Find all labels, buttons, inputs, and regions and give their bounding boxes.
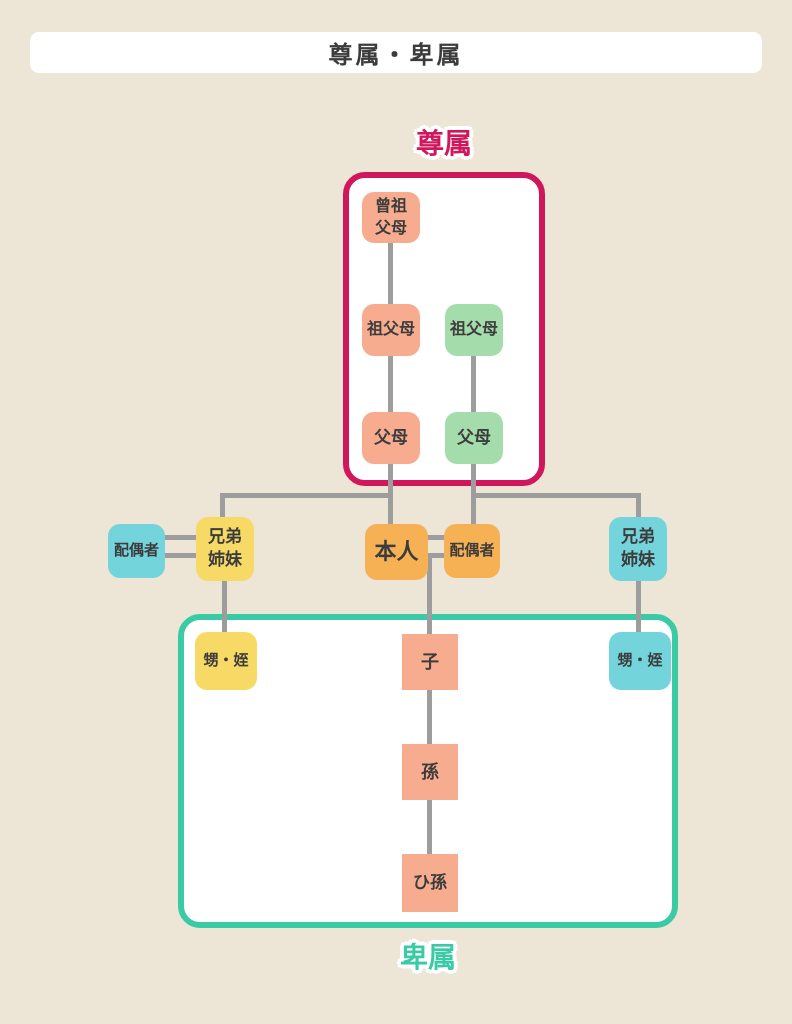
node-grandparents-self: 祖父母	[362, 304, 420, 356]
connector-branch-left-horizontal	[220, 493, 391, 498]
node-label: 祖父母	[449, 321, 498, 339]
node-siblings-left: 兄弟 姉妹	[196, 517, 254, 581]
connector-branch-right-vertical	[636, 493, 641, 525]
node-label: 甥・姪	[617, 651, 663, 669]
node-label-line: 兄弟	[621, 527, 655, 547]
node-label-line: 兄弟	[208, 527, 242, 547]
page-title: 尊属・卑属	[328, 42, 464, 69]
connector-child-grandchild	[427, 686, 432, 748]
node-grandchild: 孫	[402, 744, 458, 800]
node-label: 孫	[421, 761, 439, 782]
marriage-line-left-top	[160, 535, 200, 540]
connector-branch-left-vertical	[220, 493, 225, 525]
descendants-group-label: 卑属	[399, 942, 456, 973]
marriage-line-left-bottom	[160, 553, 200, 558]
ascendants-group-label: 尊属	[415, 128, 472, 159]
node-label-line: 姉妹	[208, 550, 242, 569]
connector-to-child	[427, 553, 432, 636]
connector-siblings-right-nephew	[636, 578, 641, 636]
node-label: 甥・姪	[203, 651, 249, 669]
node-label: 本人	[374, 539, 419, 565]
node-child: 子	[402, 634, 458, 690]
node-label: 子	[421, 651, 439, 672]
node-label-line: 曾祖	[374, 197, 407, 215]
connector-gp-parents-spouse	[471, 352, 476, 416]
node-parents-spouse: 父母	[445, 412, 503, 464]
node-label-line: 父母	[374, 219, 407, 237]
node-siblings-right: 兄弟 姉妹	[609, 517, 667, 581]
node-label: 父母	[457, 427, 491, 447]
node-label: 配偶者	[113, 541, 159, 559]
node-label-line: 姉妹	[621, 550, 655, 569]
marriage-line-center-top	[420, 535, 450, 540]
connector-gp-parents-self	[388, 352, 393, 416]
node-siblings-spouse: 配偶者	[108, 524, 165, 578]
node-label: ひ孫	[413, 872, 447, 892]
connector-branch-right-horizontal	[471, 493, 641, 498]
connector-siblings-left-nephew	[222, 578, 227, 636]
connector-grandchild-greatgrandchild	[427, 796, 432, 858]
node-grandparents-spouse: 祖父母	[445, 304, 503, 356]
node-label: 父母	[374, 427, 408, 447]
node-label: 祖父母	[366, 321, 415, 339]
node-nephew-niece-right: 甥・姪	[609, 632, 671, 690]
node-nephew-niece-left: 甥・姪	[195, 632, 257, 690]
node-spouse: 配偶者	[444, 524, 500, 578]
node-parents-self: 父母	[362, 412, 420, 464]
page-title-bar: 尊属・卑属	[30, 32, 762, 73]
node-label: 配偶者	[449, 541, 495, 559]
connector-ggp-gp	[388, 240, 393, 308]
node-self: 本人	[365, 524, 428, 580]
node-great-grandparents: 曾祖 父母	[362, 192, 420, 243]
marriage-line-center-bottom	[420, 553, 450, 558]
node-great-grandchild: ひ孫	[402, 854, 458, 912]
